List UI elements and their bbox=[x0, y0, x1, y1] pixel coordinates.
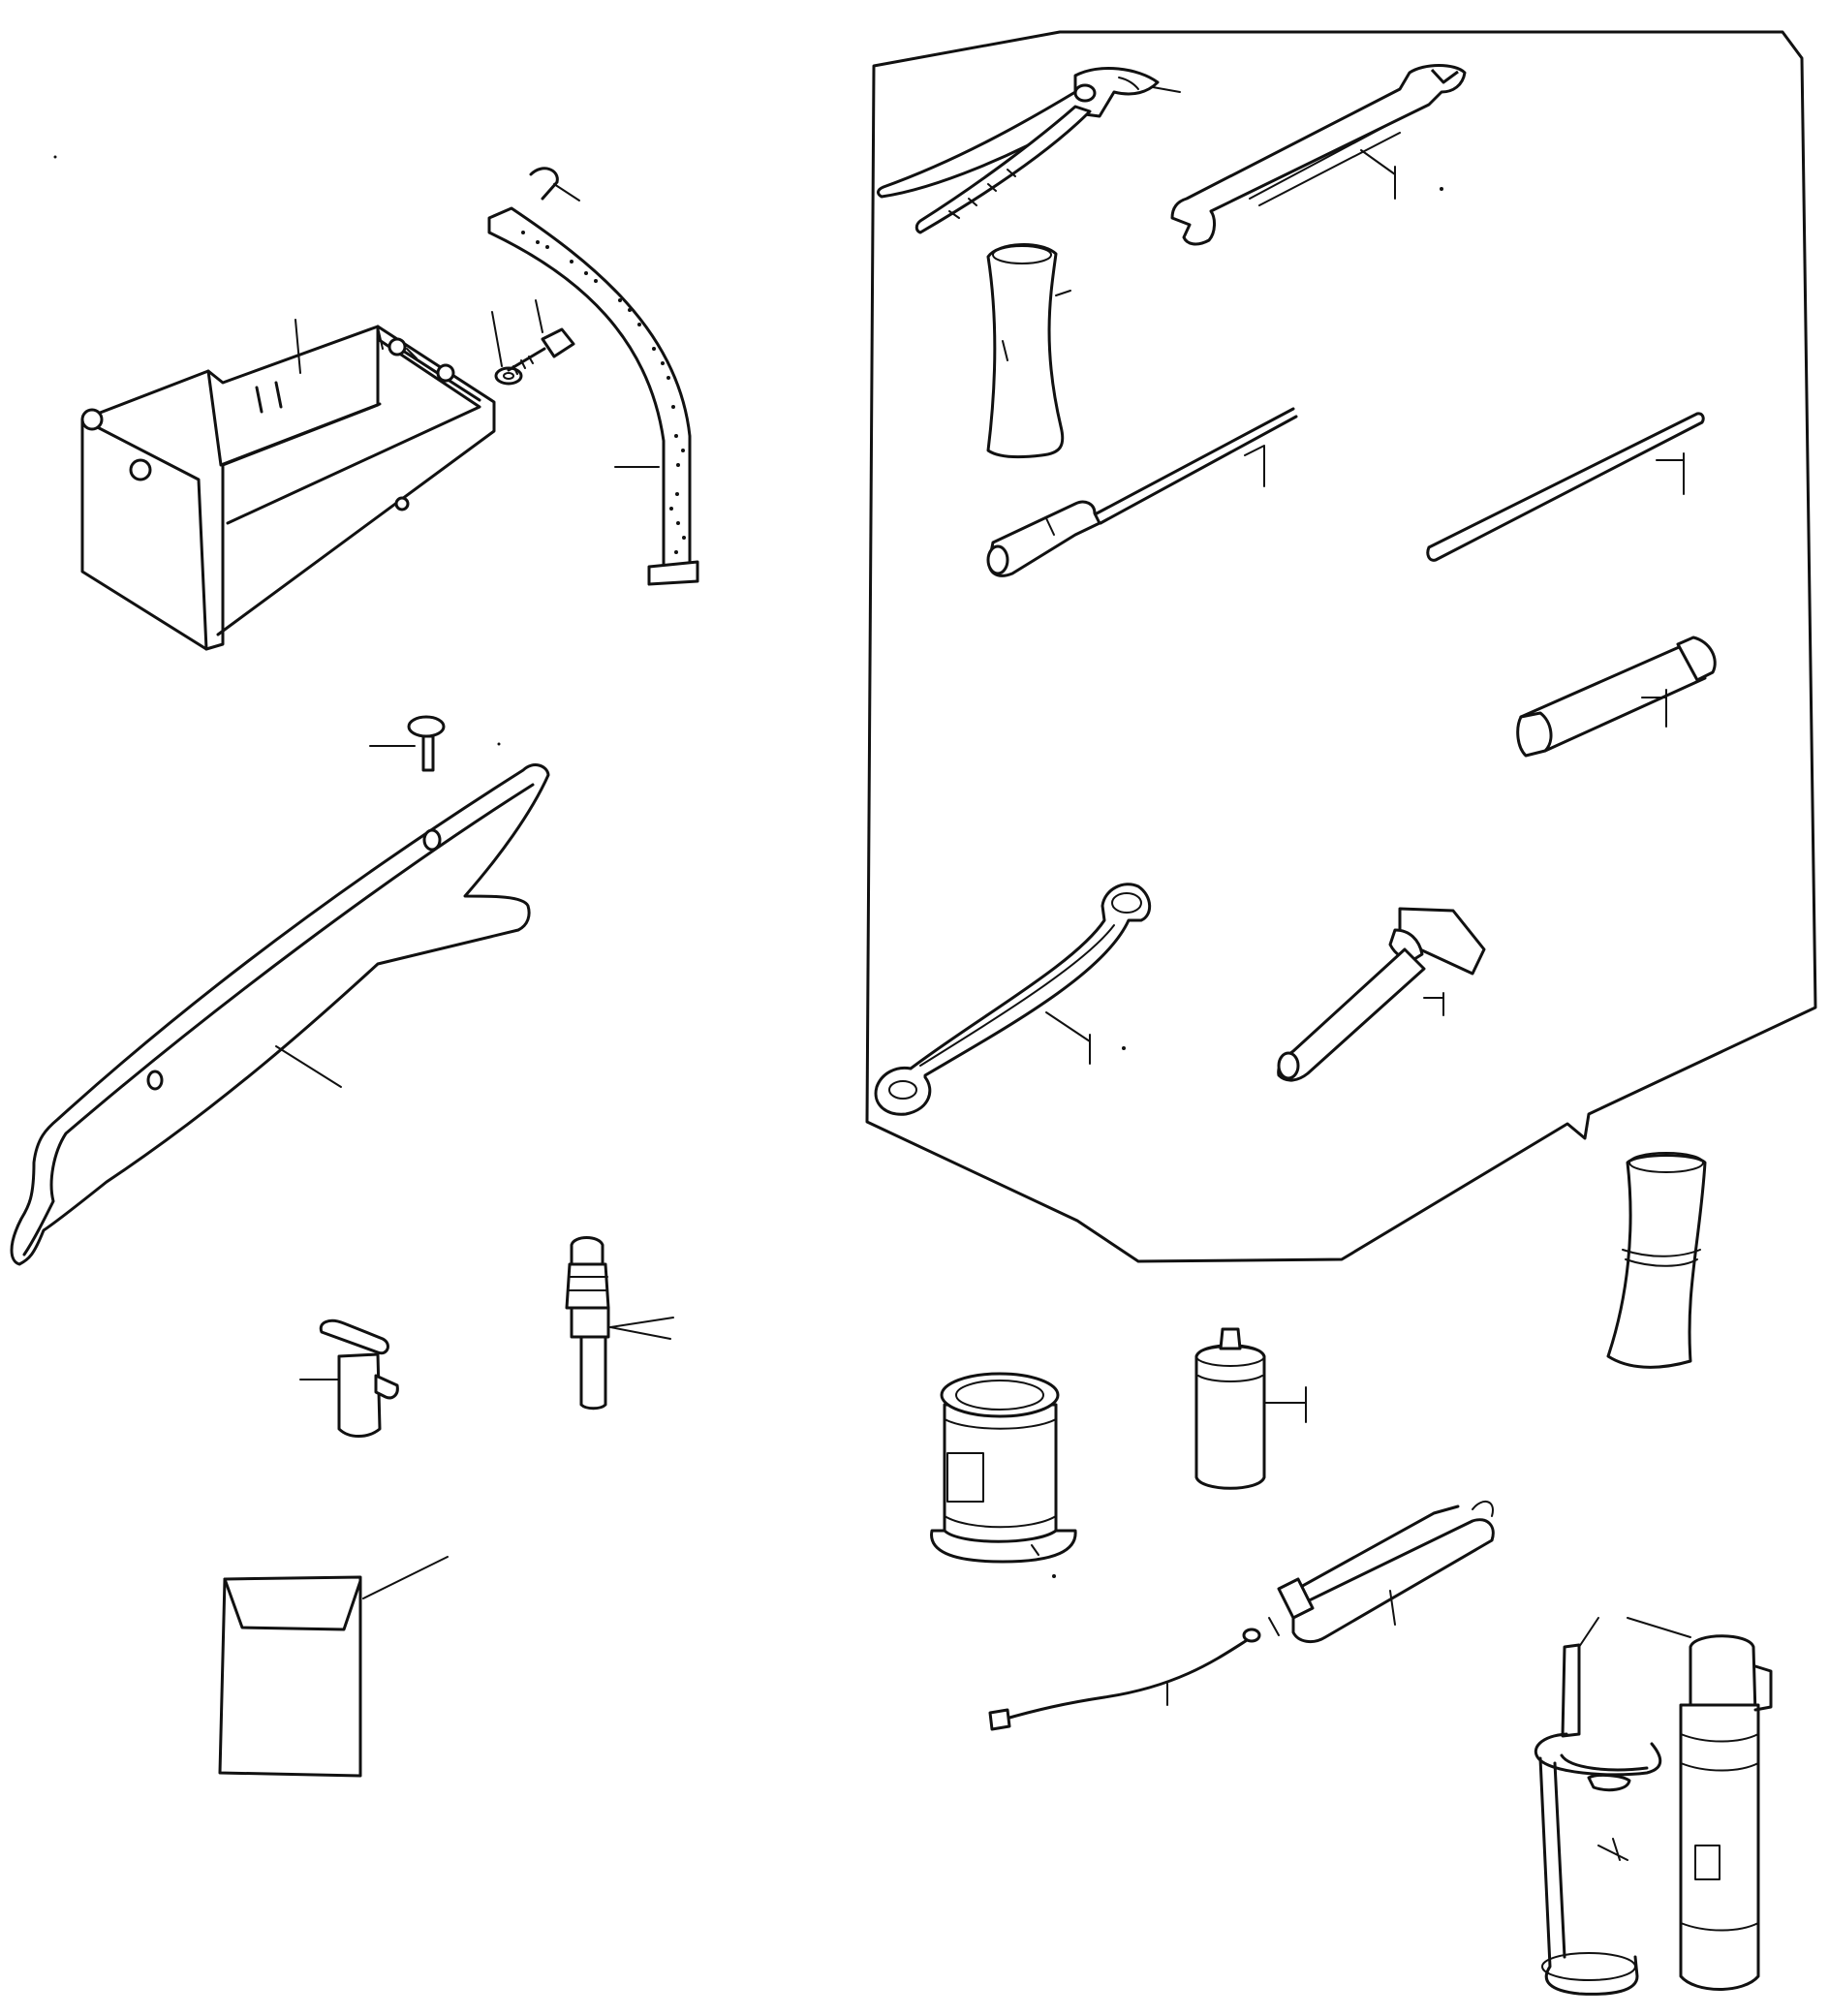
grease-gun-leader bbox=[1389, 1590, 1396, 1626]
ring-spanner-icon bbox=[874, 883, 1152, 1116]
battery-tray-icon bbox=[80, 325, 496, 651]
box-spanner-icon bbox=[1516, 636, 1717, 758]
pump-bracket-leader bbox=[1578, 1617, 1599, 1648]
tommy-bar-icon bbox=[1426, 412, 1705, 562]
grease-tin-icon bbox=[930, 1372, 1077, 1564]
pliers-icon bbox=[877, 67, 1160, 234]
tommy-bar-leader bbox=[1656, 452, 1685, 495]
box-spanner-leader bbox=[1641, 689, 1667, 728]
open-end-wrench-icon bbox=[1170, 64, 1467, 246]
battery-strap-icon bbox=[487, 206, 699, 586]
grease-hose-icon bbox=[988, 1628, 1261, 1731]
tool-kit-panel-outline bbox=[865, 30, 1817, 1263]
pump-bracket-icon bbox=[1534, 1643, 1662, 1996]
hook-bolt-leader bbox=[553, 183, 580, 202]
stand-bracket-leader bbox=[275, 1045, 342, 1088]
oil-can-leader bbox=[1263, 1386, 1307, 1423]
grease-tin-leader bbox=[1031, 1544, 1039, 1556]
tool-bag-leader bbox=[1055, 290, 1071, 296]
spark-plug-leader bbox=[609, 1317, 674, 1340]
tool-bag-icon bbox=[986, 243, 1065, 459]
screwdriver-leader bbox=[1244, 445, 1265, 487]
tyre-pump-icon bbox=[1679, 1634, 1773, 1991]
screwdriver-icon bbox=[986, 407, 1298, 577]
tyre-pump-leader bbox=[1627, 1617, 1691, 1638]
t-pin-icon bbox=[319, 1318, 399, 1438]
battery-tray-leader bbox=[294, 319, 301, 374]
hammer-icon bbox=[1277, 907, 1486, 1082]
pliers-leader bbox=[1152, 86, 1181, 93]
washer-leader bbox=[491, 311, 503, 367]
ring-spanner-leader bbox=[1045, 1011, 1091, 1065]
speck-mark bbox=[1122, 1046, 1126, 1050]
rolled-tool-bag-icon bbox=[1606, 1152, 1707, 1369]
speck-mark bbox=[53, 155, 57, 159]
washer-icon bbox=[494, 366, 523, 386]
speck-mark bbox=[497, 742, 501, 746]
speck-mark bbox=[1440, 187, 1443, 191]
stand-bracket-icon bbox=[10, 763, 550, 1266]
oil-can-icon bbox=[1194, 1327, 1266, 1490]
grease-gun-icon bbox=[1268, 1501, 1495, 1644]
hammer-leader bbox=[1423, 992, 1444, 1016]
bolt-icon bbox=[507, 327, 575, 375]
speck-mark bbox=[1052, 1574, 1056, 1578]
hook-bolt-icon bbox=[529, 167, 559, 201]
rivet-pin-icon bbox=[407, 715, 446, 772]
spark-plug-icon bbox=[565, 1236, 610, 1411]
tool-pouch-leader bbox=[362, 1556, 449, 1599]
open-end-wrench-leader bbox=[1360, 149, 1396, 200]
bolt-leader bbox=[535, 299, 543, 333]
tool-pouch-icon bbox=[218, 1575, 362, 1778]
